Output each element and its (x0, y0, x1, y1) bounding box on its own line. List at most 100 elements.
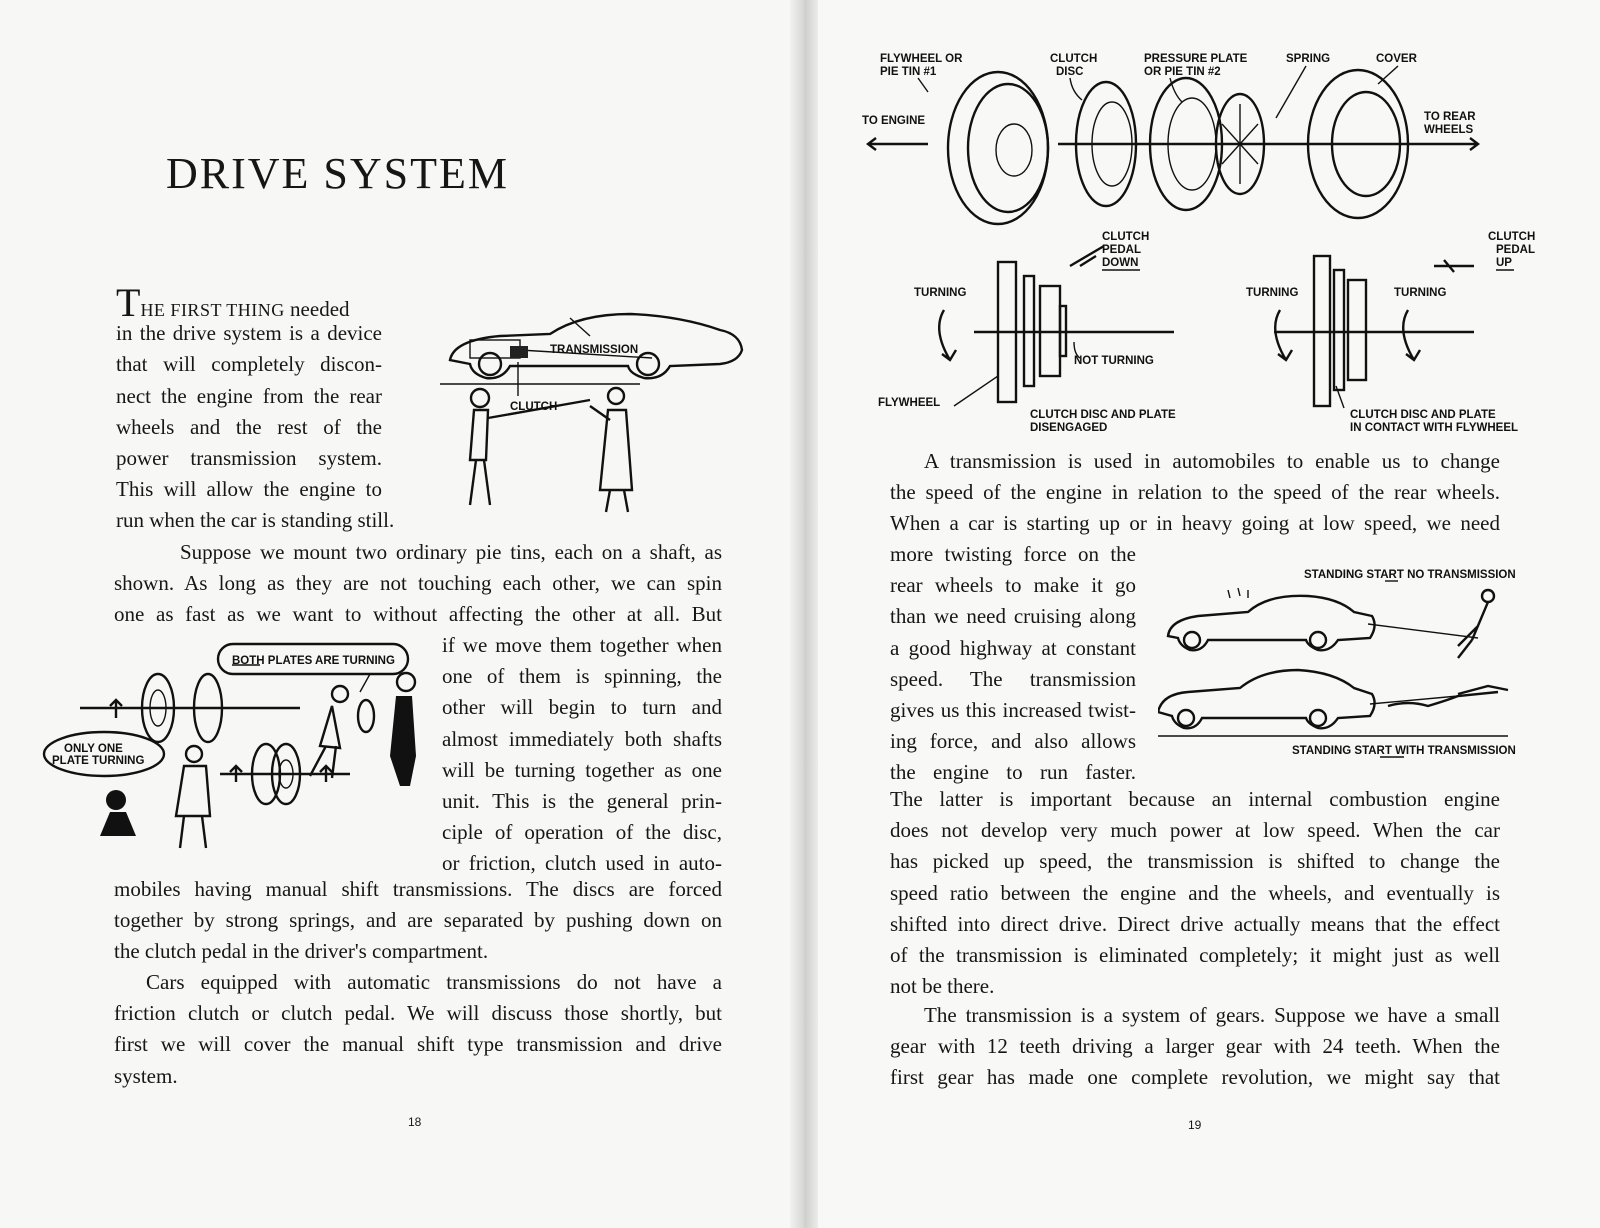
text-line: friction clutch or clutch pedal. We will… (114, 1001, 722, 1026)
text-line: When a car is starting up or in heavy go… (890, 511, 1500, 536)
text-line: will be turning together as one (442, 757, 722, 782)
text-line: speed ratio between the engine and the w… (890, 880, 1500, 905)
transmission-paragraph-narrow: more twisting force on the rear wheels t… (890, 539, 1136, 789)
clutch-exploded-diagram: FLYWHEEL OR PIE TIN #1 CLUTCH DISC PRESS… (862, 53, 1480, 226)
text-line: the clutch pedal in the driver's compart… (114, 939, 489, 964)
text-line: ing force, and also allows (890, 729, 1136, 754)
clutch-label: CLUTCH (510, 401, 557, 413)
pressure-plate-label-1: PRESSURE PLATE (1144, 53, 1248, 65)
text-line: gives us this increased twist- (890, 697, 1136, 722)
pedal-down-label-2: PEDAL (1102, 244, 1141, 256)
text-line: of the transmission is eliminated comple… (890, 942, 1500, 967)
pedal-up-label-1: CLUTCH (1488, 231, 1535, 243)
pedal-down-label-1: CLUTCH (1102, 231, 1149, 243)
to-rear-label-1: TO REAR (1424, 111, 1476, 123)
text-line: other will begin to turn and (442, 695, 722, 720)
clutch-engagement-diagram: CLUTCH PEDAL DOWN CLUTCH PEDAL UP TURNIN… (878, 231, 1535, 434)
text-line: the engine to run faster. (890, 760, 1136, 785)
text-line: has picked up speed, the transmission is… (890, 849, 1500, 874)
clutch-disc-label-2: DISC (1056, 66, 1083, 78)
clutch-disc-label-1: CLUTCH (1050, 53, 1097, 65)
to-rear-label-2: WHEELS (1424, 124, 1474, 136)
page-title: DRIVE SYSTEM (166, 149, 510, 198)
text-line: power transmission system. (116, 445, 382, 470)
drop-cap: T (116, 280, 141, 325)
text-line: gear with 12 teeth driving a larger gear… (890, 1034, 1500, 1059)
transmission-label: TRANSMISSION (550, 344, 638, 356)
pie-tins-illustration: BOTH PLATES ARE TURNING ONLY ONE PLATE T… (42, 642, 417, 849)
pressure-plate-label-2: OR PIE TIN #2 (1144, 66, 1221, 78)
transmission-paragraph: A transmission is used in automobiles to… (890, 446, 1500, 540)
text-line: than we need cruising along (890, 604, 1136, 629)
standing-start-illustration: STANDING START NO TRANSMISSION STANDING … (1158, 569, 1516, 758)
text-line: one of them is spinning, the (442, 664, 722, 689)
gears-paragraph: The transmission is a system of gears. S… (890, 1000, 1500, 1094)
page-number-left: 18 (408, 1115, 422, 1129)
text-line: rear wheels to make it go (890, 573, 1136, 598)
spring-label: SPRING (1286, 53, 1330, 65)
bubble-only-one-1: ONLY ONE (64, 743, 123, 755)
text-line: system. (114, 1063, 178, 1088)
turning-label-mid: TURNING (1246, 287, 1298, 299)
to-engine-label: TO ENGINE (862, 115, 925, 127)
left-page: DRIVE SYSTEM THE FIRST THING needed in t… (0, 0, 790, 1228)
flywheel-label-2: PIE TIN #1 (880, 66, 937, 78)
pie-tin-paragraph-continued: if we move them together when one of the… (442, 630, 722, 880)
not-turning-label: NOT TURNING (1074, 355, 1154, 367)
text-line: first gear has made one complete revolut… (890, 1065, 1500, 1090)
bubble-only-one-2: PLATE TURNING (52, 755, 144, 767)
text-line: This will allow the engine to (116, 477, 382, 502)
text-line: more twisting force on the (890, 542, 1136, 566)
text-line: or friction, clutch used in auto- (442, 851, 722, 876)
text-line: unit. This is the general prin- (442, 788, 722, 813)
lead-smallcaps: HE FIRST THING (140, 300, 285, 320)
car-clutch-illustration: TRANSMISSION CLUTCH (440, 312, 744, 513)
text-line: does not develop very much power at low … (890, 818, 1500, 843)
internal-combustion-paragraph: The latter is important because an inter… (890, 784, 1500, 1002)
text-line: ciple of operation of the disc, (442, 820, 722, 845)
no-transmission-label: STANDING START NO TRANSMISSION (1304, 569, 1516, 581)
text-line: The transmission is a system of gears. S… (924, 1003, 1500, 1027)
text-line: mobiles having manual shift transmission… (114, 877, 722, 901)
text-line: in the drive system is a device (116, 321, 382, 346)
pie-tin-paragraph: Suppose we mount two ordinary pie tins, … (114, 537, 722, 631)
clutch-paragraph-end: mobiles having manual shift transmission… (114, 874, 722, 968)
text-line: if we move them together when (442, 633, 722, 657)
text-line: nect the engine from the rear (116, 383, 382, 408)
right-page: FLYWHEEL OR PIE TIN #1 CLUTCH DISC PRESS… (818, 0, 1600, 1228)
pedal-up-label-2: PEDAL (1496, 244, 1535, 256)
text-line: one as fast as we want to without affect… (114, 602, 722, 627)
disengaged-label-2: DISENGAGED (1030, 422, 1107, 434)
pedal-up-label-3: UP (1496, 257, 1512, 269)
text-line: not be there. (890, 974, 995, 999)
text-line: the speed of the engine in relation to t… (890, 480, 1500, 505)
cover-label: COVER (1376, 53, 1418, 65)
text-line: Suppose we mount two ordinary pie tins, … (180, 540, 722, 564)
text-line: wheels and the rest of the (116, 414, 382, 439)
pedal-down-label-3: DOWN (1102, 257, 1138, 269)
text-line: that will completely discon- (116, 352, 382, 377)
text-line: run when the car is standing still. (116, 508, 395, 533)
text-line: almost immediately both shafts (442, 726, 722, 751)
bubble-both-plates: BOTH PLATES ARE TURNING (232, 655, 395, 667)
with-transmission-label: STANDING START WITH TRANSMISSION (1292, 745, 1516, 757)
text-line: speed. The transmission (890, 666, 1136, 691)
intro-paragraph: THE FIRST THING needed in the drive syst… (116, 283, 395, 537)
contact-label-2: IN CONTACT WITH FLYWHEEL (1350, 422, 1518, 434)
turning-label-right: TURNING (1394, 287, 1446, 299)
text-line: The latter is important because an inter… (890, 787, 1500, 811)
disengaged-label-1: CLUTCH DISC AND PLATE (1030, 409, 1176, 421)
text-line: A transmission is used in automobiles to… (924, 449, 1500, 473)
book-gutter (790, 0, 818, 1228)
text-line: shown. As long as they are not touching … (114, 571, 722, 596)
text-line: shifted into direct drive. Direct drive … (890, 911, 1500, 936)
text-line: first we will cover the manual shift typ… (114, 1032, 722, 1057)
text-line: together by strong springs, and are sepa… (114, 908, 722, 933)
flywheel-label-1: FLYWHEEL OR (880, 53, 963, 65)
flywheel-label: FLYWHEEL (878, 397, 940, 409)
automatic-paragraph: Cars equipped with automatic transmissio… (114, 967, 722, 1092)
turning-label-left: TURNING (914, 287, 966, 299)
page-number-right: 19 (1188, 1118, 1202, 1132)
text-line: Cars equipped with automatic transmissio… (146, 970, 722, 994)
contact-label-1: CLUTCH DISC AND PLATE (1350, 409, 1496, 421)
